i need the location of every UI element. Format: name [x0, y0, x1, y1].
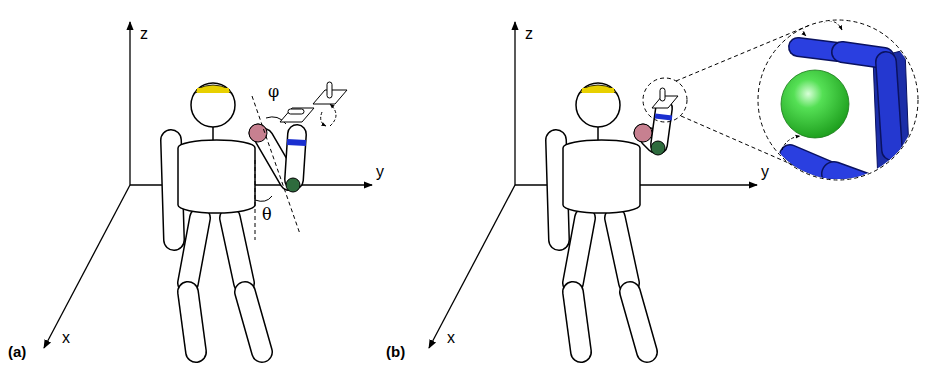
hand-zoom: [781, 70, 849, 138]
axes-a: [129, 22, 130, 185]
right-arm-b: [651, 141, 665, 155]
object-icons: [327, 82, 332, 98]
panel-label: (a): [8, 344, 26, 359]
axes-b: [429, 185, 515, 348]
hand-zoom: [782, 21, 842, 150]
hand-zoom: [824, 21, 842, 30]
angle-guides: [255, 196, 272, 201]
right-arm-b: [634, 124, 652, 142]
hand-zoom: [834, 174, 878, 190]
robot-body: [171, 83, 267, 352]
hand-zoom: [886, 62, 892, 150]
axis-label: z: [525, 26, 533, 42]
right-arm-a: [249, 124, 267, 142]
robot-body: [556, 83, 652, 352]
right-arm-a: [286, 178, 300, 192]
axis-label: y: [761, 164, 769, 180]
zoom-callout: [758, 20, 918, 180]
hand-zoom: [782, 136, 800, 150]
axis-label: x: [62, 330, 70, 346]
right-arm-b: [655, 116, 672, 118]
hand-zoom: [781, 21, 912, 232]
angle-label: θ: [262, 207, 272, 223]
right-arm-b: [660, 88, 665, 101]
object-icons: [288, 109, 304, 114]
right-arm-b: [659, 108, 664, 145]
right-arm-a: [249, 124, 306, 192]
right-arm-b: [634, 88, 678, 155]
right-arm-b: [659, 108, 664, 145]
hand-zoom: [834, 174, 878, 190]
zoom-callout: [676, 25, 810, 81]
angle-label: φ: [268, 84, 279, 100]
hand-zoom: [873, 50, 912, 232]
object-icons: [321, 112, 326, 126]
object-icons: [280, 108, 314, 122]
axes-b: [514, 22, 515, 185]
zoom-callout: [681, 116, 800, 168]
zoom-callout: [643, 78, 687, 122]
object-icons: [280, 82, 347, 126]
hand-zoom: [803, 22, 806, 36]
hand-zoom: [886, 62, 892, 150]
axes-a: [44, 185, 130, 348]
axis-label: z: [140, 26, 148, 42]
axis-label: y: [376, 164, 384, 180]
panel-label: (b): [386, 344, 405, 359]
object-icons: [330, 104, 336, 126]
axis-label: x: [447, 330, 455, 346]
right-arm-a: [287, 142, 306, 143]
